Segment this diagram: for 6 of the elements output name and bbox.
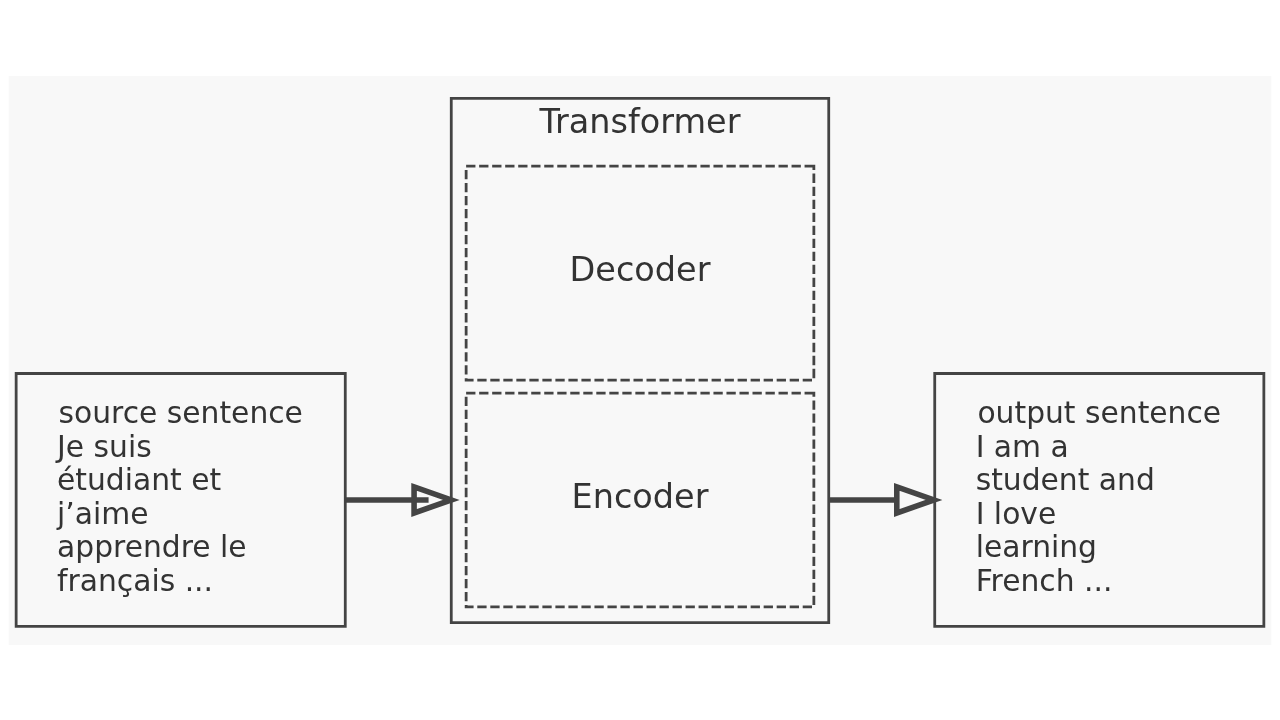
arrow [828, 482, 943, 517]
arrow [345, 482, 460, 517]
node-box: source sentence Je suis étudiant et j’aime apprendre le français ... [14, 371, 347, 628]
node-box: Decoder [464, 164, 816, 381]
node-box: output sentence I am a student and I love learning French ... [933, 371, 1266, 628]
node-box: Encoder [464, 391, 816, 608]
